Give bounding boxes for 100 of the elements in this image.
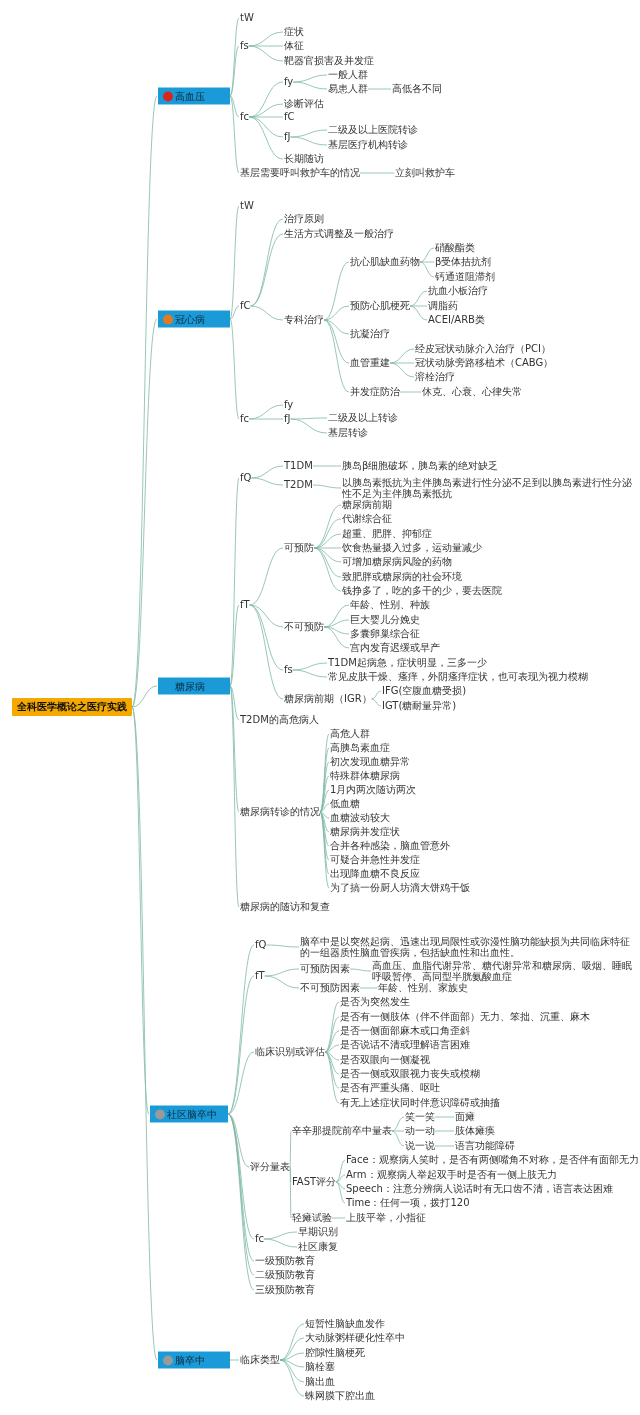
branch-label: 冠状动脉旁路移植术（CABG） <box>415 357 554 369</box>
branch-line <box>324 1051 340 1089</box>
branch-label: T2DM的高危病人 <box>240 714 319 726</box>
branch-label: Speech：注意分辨病人说话时有无口齿不清，语言表达困难 <box>346 1183 613 1195</box>
branch-label: Face：观察病人笑时，是否有两侧嘴角不对称，是否伴有面部无力 <box>346 1154 639 1166</box>
branch-label: 诊断评估 <box>284 98 324 110</box>
branch-label: 早期识别 <box>298 1226 338 1238</box>
branch-line <box>279 1359 305 1397</box>
branch-line <box>335 1181 346 1204</box>
branch-line <box>391 1130 405 1147</box>
branch-label: 二级及以上医院转诊 <box>328 124 418 136</box>
branch-label: 说一说 <box>405 1140 435 1152</box>
branch-line <box>248 45 284 62</box>
topic-label: 脑卒中 <box>175 1354 205 1366</box>
branch-line <box>248 116 284 138</box>
branch-line <box>227 1051 255 1115</box>
branch-label: fc <box>255 1233 265 1245</box>
branch-line <box>292 662 328 671</box>
branch-line <box>323 261 350 321</box>
branch-line <box>290 418 328 434</box>
branch-line <box>323 619 350 628</box>
branch-line <box>248 116 284 160</box>
branch-label: 代谢综合征 <box>342 513 392 525</box>
branch-line <box>248 116 284 118</box>
branch-line <box>131 706 158 1361</box>
branch-label: 可预防因素 <box>300 963 350 975</box>
branch-label: 经皮冠状动脉介入治疗（PCI） <box>415 343 551 355</box>
branch-label: 一级预防教育 <box>255 1255 315 1267</box>
branch-label: fQ <box>240 472 252 484</box>
branch-label: fs <box>240 40 249 52</box>
branch-line <box>324 1051 340 1075</box>
branch-label: 辛辛那提院前卒中量表 <box>292 1125 392 1137</box>
branch-label: 糖尿病并发症状 <box>330 826 400 838</box>
branch-label: fJ <box>284 413 291 425</box>
branch-label: 以胰岛素抵抗为主伴胰岛素进行性分泌不足到以胰岛素进行性分泌性不足为主伴胰岛素抵抗 <box>342 477 632 499</box>
branch-label: 脑栓塞 <box>305 1361 335 1373</box>
branch-line <box>335 1159 346 1183</box>
branch-label: fC <box>240 300 251 312</box>
branch-label: 多囊卵巢综合征 <box>350 628 420 640</box>
branch-line <box>263 1238 298 1248</box>
branch-label: 临床识别或评估 <box>255 1046 325 1058</box>
branch-line <box>434 1116 455 1118</box>
branch-label: 是否有一侧肢体（伴不伴面部）无力、笨拙、沉重、麻木 <box>340 1011 590 1023</box>
branch-label: 一般人群 <box>328 69 368 81</box>
branch-label: 腔隙性脑梗死 <box>305 1347 365 1359</box>
branch-line <box>292 669 328 678</box>
branch-line <box>227 975 255 1115</box>
branch-label: fT <box>240 599 250 611</box>
branch-label: 笑一笑 <box>405 1111 435 1123</box>
branch-line <box>399 391 422 393</box>
branch-label: 立刻叫救护车 <box>395 167 455 179</box>
branch-line <box>266 944 300 948</box>
branch-line <box>251 477 284 486</box>
branch-line <box>389 362 415 378</box>
branch-label: 出现降血糖不良反应 <box>330 868 420 880</box>
branch-label: 糖尿病前期 <box>342 499 392 511</box>
branch-line <box>359 987 378 989</box>
branch-line <box>391 1116 405 1132</box>
branch-label: 靶器官损害及并发症 <box>284 55 374 67</box>
branch-label: 血管重建 <box>350 357 390 369</box>
branch-label: 基层需要呼叫救护车的情况 <box>240 167 360 179</box>
branch-line <box>279 1352 305 1361</box>
branch-label: 宫内发育迟缓或早产 <box>350 642 440 654</box>
branch-label: fs <box>284 664 293 676</box>
branch-line <box>359 172 395 174</box>
branch-line <box>371 690 382 700</box>
topic-box <box>158 310 230 328</box>
branch-label: 饮食热量摄入过多，运动量减少 <box>342 542 482 554</box>
branch-label: 年龄、性别、家族史 <box>378 982 468 994</box>
branch-label: 脑卒中是以突然起病、迅速出现局限性或弥漫性脑功能缺损为共同临床特征的一组器质性脑血管疾病，包括缺血性和出血性。 <box>300 936 630 958</box>
branch-label: T1DM起病急，症状明显，三多一少 <box>328 657 487 669</box>
branch-label: 治疗原则 <box>284 213 324 225</box>
branch-line <box>335 1181 346 1190</box>
branch-line <box>319 811 330 847</box>
branch-line <box>312 484 342 489</box>
branch-line <box>227 1113 250 1168</box>
topic-label: 高血压 <box>175 90 205 102</box>
branch-label: 巨大婴儿分娩史 <box>350 614 420 626</box>
branch-line <box>290 417 328 420</box>
branch-label: 硝酸酯类 <box>435 242 475 254</box>
branch-label: 初次发现血糖异常 <box>330 756 410 768</box>
branch-label: 高血压、血脂代谢异常、糖代谢异常和糖尿病、吸烟、睡眠呼吸暂停、高同型半胱氨酸血症 <box>372 960 634 982</box>
branch-line <box>250 305 284 321</box>
branch-label: 钱挣多了，吃的多干的少，要去医院 <box>342 585 502 597</box>
branch-label: 糖尿病前期（IGR） <box>284 693 372 705</box>
branch-label: 是否一侧面部麻木或口角歪斜 <box>340 1025 470 1037</box>
branch-line <box>349 968 372 972</box>
branch-label: β受体拮抗剂 <box>435 256 492 268</box>
branch-label: 特殊群体糖尿病 <box>330 770 400 782</box>
branch-line <box>409 305 428 307</box>
branch-label: 可预防 <box>284 542 314 554</box>
branch-label: Arm：观察病人举起双手时是否有一侧上肢无力 <box>346 1169 557 1181</box>
branch-line <box>312 465 342 467</box>
branch-label: 是否说话不清或理解语言困难 <box>340 1039 470 1051</box>
branch-label: IGT(糖耐量异常) <box>382 700 457 712</box>
branch-label: 休克、心衰、心律失常 <box>422 386 522 398</box>
branch-label: fy <box>284 76 294 88</box>
branch-label: fc <box>240 413 250 425</box>
branch-label: 体征 <box>284 40 304 52</box>
branch-line <box>131 685 158 708</box>
